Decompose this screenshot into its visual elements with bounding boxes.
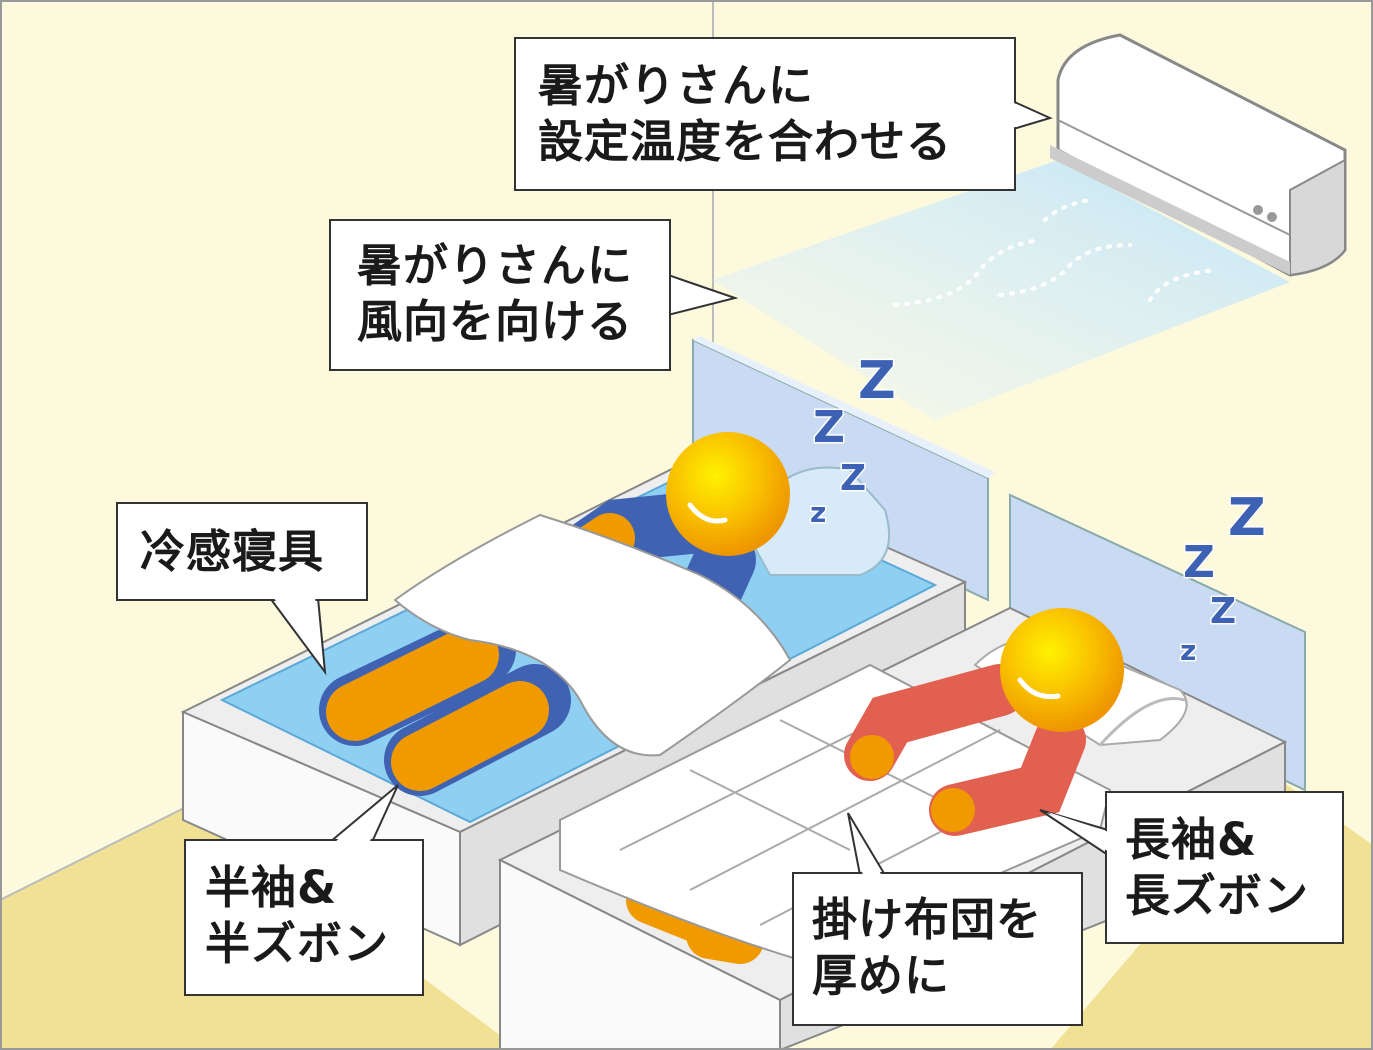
sleep-z-big: Z bbox=[858, 351, 896, 411]
callout-text-line: 長袖& bbox=[1125, 813, 1258, 866]
person-cold bbox=[844, 664, 1086, 836]
head-cold-person bbox=[1000, 608, 1124, 732]
callout-text-line: 風向を向ける bbox=[357, 295, 634, 348]
callout-short-sleeves: 半袖& 半ズボン bbox=[205, 860, 389, 972]
sleep-z-mid-2: Z bbox=[1183, 537, 1215, 588]
air-conditioner bbox=[1050, 33, 1347, 277]
sleep-z-mid: Z bbox=[813, 402, 845, 453]
sleep-z-tiny-2: z bbox=[1180, 634, 1196, 667]
sleep-z-tiny: z bbox=[810, 496, 826, 529]
callout-text-line: 半ズボン bbox=[205, 917, 390, 970]
callout-shapes bbox=[116, 37, 1344, 1026]
callout-text-line: 長ズボン bbox=[1125, 869, 1310, 922]
callout-text-line: 暑がりさんに bbox=[538, 59, 815, 112]
callout-cool-bedding: 冷感寝具 bbox=[140, 524, 324, 580]
sleep-z-small: Z bbox=[840, 458, 866, 499]
callout-text-line: 設定温度を合わせる bbox=[538, 115, 953, 168]
callout-text-line: 掛け布団を bbox=[812, 893, 1043, 946]
head-hot-person bbox=[666, 432, 790, 556]
callout-long-sleeves: 長袖& 長ズボン bbox=[1125, 812, 1309, 924]
callout-text-line: 半袖& bbox=[205, 861, 338, 914]
sleep-z-big-2: Z bbox=[1228, 488, 1266, 548]
callout-text-line: 暑がりさんに bbox=[357, 239, 634, 292]
callout-text-line: 厚めに bbox=[812, 949, 951, 1002]
callout-text-line: 冷感寝具 bbox=[140, 525, 325, 578]
callout-ac-temperature: 暑がりさんに 設定温度を合わせる bbox=[538, 58, 952, 170]
callout-wind-direction: 暑がりさんに 風向を向ける bbox=[357, 238, 633, 350]
thin-blanket bbox=[393, 513, 792, 757]
callout-thick-comforter: 掛け布団を 厚めに bbox=[812, 892, 1042, 1004]
airflow bbox=[712, 160, 1290, 420]
sleep-z-small-2: Z bbox=[1210, 591, 1236, 632]
